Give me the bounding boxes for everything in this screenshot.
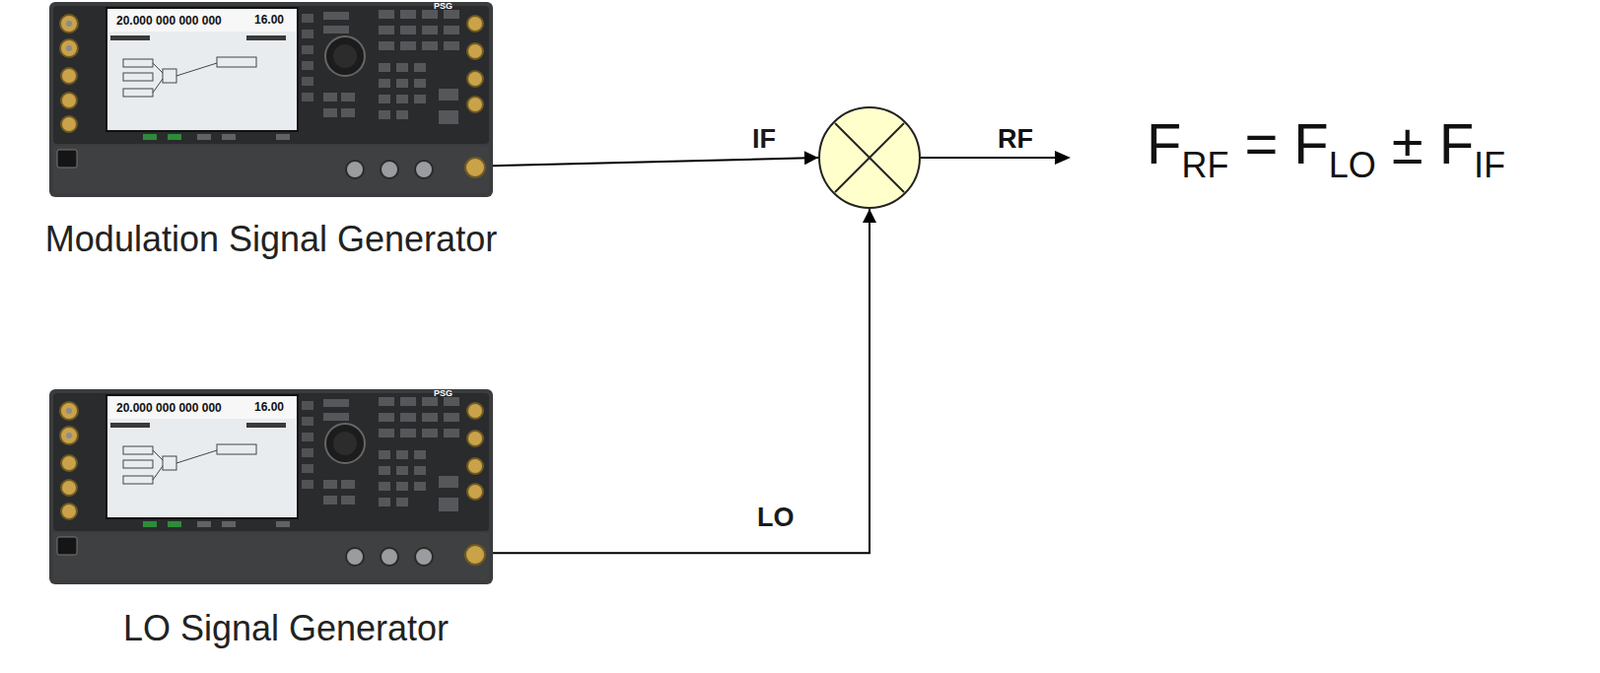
signal-generator: Modulation Signal Generator20.000 000 00… [49, 1, 493, 198]
model-name: PSG [433, 388, 453, 399]
mixer-cross-line [834, 123, 905, 193]
signal-connector [492, 157, 819, 166]
screen-amplitude: 16.00 [254, 12, 284, 27]
signal-name: IF [749, 124, 779, 155]
signal-name: RF [997, 124, 1034, 155]
mixer-symbol [818, 106, 921, 209]
screen-frequency: 20.000 000 000 000 [116, 401, 222, 416]
formula-term: RF [1181, 144, 1229, 186]
screen-amplitude: 16.00 [254, 400, 284, 415]
formula-term: ± [1391, 111, 1424, 176]
formula-term: F [1439, 111, 1474, 176]
formula-term: F [1146, 111, 1182, 176]
formula: FRF=FLO±FIF [1146, 110, 1506, 187]
formula-term: = [1244, 111, 1278, 176]
instrument-caption: Modulation Signal Generator [0, 218, 592, 261]
formula-term: IF [1473, 144, 1506, 186]
model-name: PSG [433, 0, 453, 11]
mixer-cross-line [834, 123, 905, 193]
signal-generator: LO Signal Generator20.000 000 000 00016.… [49, 389, 493, 585]
mixer-cross [820, 108, 919, 208]
screen-frequency: 20.000 000 000 000 [116, 13, 222, 28]
formula-term: F [1293, 111, 1328, 176]
instrument-caption: LO Signal Generator [0, 608, 607, 650]
signal-name: LO [754, 502, 798, 534]
signal-connector [492, 208, 870, 554]
formula-term: LO [1328, 144, 1377, 186]
